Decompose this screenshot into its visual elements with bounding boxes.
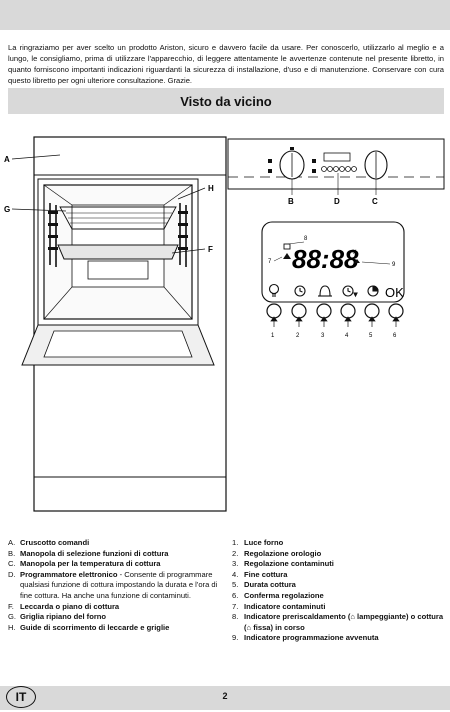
label-a: A bbox=[4, 155, 10, 164]
legend-item: 8.Indicatore preriscaldamento (⌂ lampegg… bbox=[232, 612, 444, 632]
legend-item: A.Cruscotto comandi bbox=[8, 538, 90, 547]
duration-button[interactable] bbox=[364, 303, 380, 319]
legend-left: A.Cruscotto comandi B.Manopola di selezi… bbox=[8, 538, 222, 633]
footer-bar bbox=[0, 686, 450, 710]
end-time-icon bbox=[342, 285, 358, 298]
button-number-5: 5 bbox=[369, 333, 373, 339]
legend-item: 4.Fine cottura bbox=[232, 569, 288, 579]
header-bar bbox=[0, 0, 450, 30]
section-header: Visto da vicino bbox=[8, 88, 444, 114]
legend-item: 3.Regolazione contaminuti bbox=[232, 559, 334, 569]
display-digits: 88:88 bbox=[292, 244, 359, 274]
legend-item: B.Manopola di selezione funzioni di cott… bbox=[8, 548, 169, 558]
display-number-7: 7 bbox=[268, 259, 272, 265]
clock-icon bbox=[294, 285, 306, 297]
light-button[interactable] bbox=[266, 303, 282, 319]
legend-item: 2.Regolazione orologio bbox=[232, 548, 322, 558]
ok-button[interactable] bbox=[388, 303, 404, 319]
label-h: H bbox=[208, 184, 214, 193]
duration-icon bbox=[367, 285, 379, 297]
minute-timer-button[interactable] bbox=[316, 303, 332, 319]
button-number-1: 1 bbox=[271, 333, 275, 339]
section-title: Visto da vicino bbox=[180, 93, 272, 109]
label-c: C bbox=[372, 197, 378, 206]
label-f: F bbox=[208, 245, 213, 254]
legend-item: D.Programmatore elettronico - Consente d… bbox=[8, 569, 218, 600]
display-number-9: 9 bbox=[392, 262, 396, 268]
button-number-2: 2 bbox=[296, 333, 300, 339]
legend-item: C.Manopola per la temperatura di cottura bbox=[8, 559, 161, 569]
legend-item: 1.Luce forno bbox=[232, 538, 284, 547]
legend-item: 5.Durata cottura bbox=[232, 580, 296, 590]
clock-button[interactable] bbox=[291, 303, 307, 319]
legend-item: 7.Indicatore contaminuti bbox=[232, 601, 326, 611]
ok-icon: OK bbox=[385, 285, 404, 300]
page-number: 2 bbox=[222, 691, 228, 701]
intro-paragraph: La ringraziamo per aver scelto un prodot… bbox=[8, 43, 444, 85]
display-number-8: 8 bbox=[304, 236, 308, 242]
legend-right: 1.Luce forno 2.Regolazione orologio 3.Re… bbox=[232, 538, 446, 644]
label-g: G bbox=[4, 205, 10, 214]
legend-item: H.Guide di scorrimento di leccarde e gri… bbox=[8, 622, 170, 632]
preheat-indicator-icon bbox=[283, 243, 291, 250]
timer-indicator-icon bbox=[283, 253, 291, 259]
button-number-3: 3 bbox=[321, 333, 325, 339]
legend-item: F.Leccarda o piano di cottura bbox=[8, 601, 120, 611]
legend-item: 6.Conferma regolazione bbox=[232, 590, 324, 600]
legend-item: G.Griglia ripiano del forno bbox=[8, 612, 107, 622]
end-time-button[interactable] bbox=[340, 303, 356, 319]
program-indicator-icon bbox=[354, 259, 360, 263]
button-number-6: 6 bbox=[393, 333, 397, 339]
legend-item: 9.Indicatore programmazione avvenuta bbox=[232, 633, 379, 643]
bell-icon bbox=[318, 285, 332, 297]
button-number-4: 4 bbox=[345, 333, 349, 339]
oven-diagram: A G H F B D C 88:88 % 8 7 9 bbox=[4, 136, 445, 512]
language-badge: IT bbox=[6, 686, 36, 708]
label-b: B bbox=[288, 197, 294, 206]
label-d: D bbox=[334, 197, 340, 206]
percent-indicator: % bbox=[352, 250, 358, 256]
light-bulb-icon bbox=[268, 283, 280, 297]
